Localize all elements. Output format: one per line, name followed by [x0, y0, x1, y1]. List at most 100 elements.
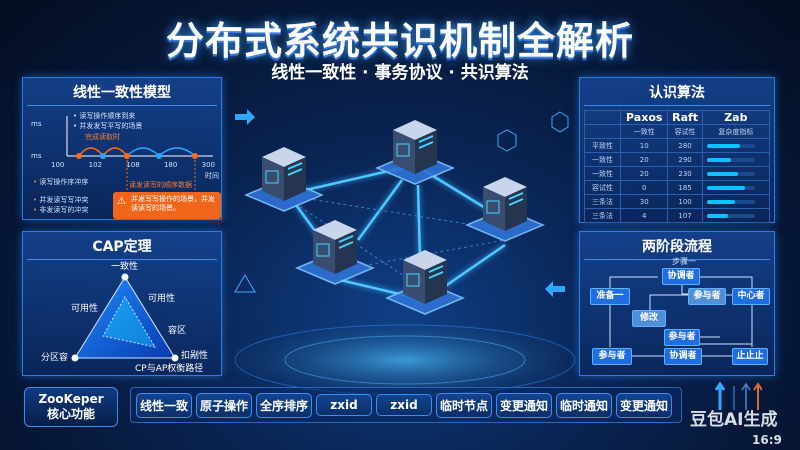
cap-label: 可用性	[71, 304, 99, 314]
corner-cell	[584, 124, 621, 139]
warning-box: ⚠ 并发写写操作的场景，并发读读写的场景。	[113, 192, 221, 219]
column-header: Paxos	[619, 110, 669, 125]
orange-note: 读发读写的顺序数据	[129, 181, 192, 189]
raft-cell: 185	[667, 180, 703, 195]
table-row: 平致性 10 280	[584, 138, 771, 153]
feature-chip: 线性一致	[136, 392, 192, 418]
flow-node-participant: 参与者	[592, 348, 632, 365]
warning-icon	[234, 274, 256, 293]
cap-triangle	[71, 273, 179, 362]
flow-node-coordinator: 协调者	[662, 268, 700, 285]
panel-title: 两阶段流程	[584, 232, 770, 260]
row-label: 三条法	[584, 208, 621, 223]
bullet-text: 非发读写的冲突	[39, 206, 89, 214]
event-dot	[156, 153, 162, 159]
paxos-cell: 30	[619, 194, 669, 209]
cap-panel: CAP定理 一致性 可用性 可用性 容区 分区容 扣剐性 CP与AP权衡路径	[22, 231, 222, 376]
zab-bar	[706, 143, 741, 148]
paxos-cell: 0	[619, 180, 669, 195]
linear-model-panel: 线性一致性模型 ms ms • 读写操作顺序到来 • 并发发写平写的场景 完成读…	[22, 77, 222, 220]
zab-bar-track	[706, 143, 755, 148]
feature-chip: 变更通知	[496, 392, 552, 418]
feature-chip: 临时节点	[436, 392, 492, 418]
flow-node-prepare: 准备一	[590, 288, 630, 305]
hexagon-icon	[497, 129, 517, 152]
watermark-text: 豆包AI生成	[690, 410, 778, 430]
server-node	[244, 147, 324, 212]
hexagon-icon	[551, 111, 569, 133]
server-node	[375, 120, 455, 185]
flow-node-center: 中心者	[732, 288, 770, 305]
zab-cell	[701, 152, 771, 167]
feature-chip: 原子操作	[196, 392, 252, 418]
arrow-left-icon	[545, 281, 565, 297]
vertex-dot	[71, 354, 79, 362]
row-label: 一致性	[584, 152, 621, 167]
feature-chip: zxid	[376, 394, 432, 416]
flow-arrow	[700, 276, 753, 288]
flow-arrow	[649, 294, 698, 310]
column-subheader: 一致性	[619, 124, 669, 139]
bullet: • 并发读写写冲突	[33, 196, 89, 204]
zab-cell	[701, 166, 771, 181]
page-title: 分布式系统共识机制全解析	[165, 19, 634, 63]
server-node	[465, 177, 545, 242]
feature-chip: zxid	[316, 394, 372, 416]
timeline-chart	[66, 116, 213, 203]
zab-cell	[701, 180, 771, 195]
link-line	[416, 184, 422, 261]
row-label: 三条法	[584, 194, 621, 209]
bullet: • 读写操作序冲序	[33, 178, 89, 186]
zab-bar-track	[706, 157, 755, 162]
flow-node-modify: 修改	[632, 310, 666, 327]
column-header: Raft	[667, 110, 703, 125]
feature-chip: 临时通知	[556, 392, 612, 418]
flow-node-coordinator: 协调者	[664, 348, 702, 365]
zookeeper-title: ZooKeper	[38, 392, 104, 406]
paxos-cell: 4	[619, 208, 669, 223]
page-subtitle: 线性一致性 · 事务协议 · 共识算法	[271, 63, 529, 83]
cap-label-consistency: 一致性	[111, 262, 139, 272]
panel-title: 认识算法	[584, 78, 770, 106]
table-header-row: Paxos Raft Zab	[584, 110, 771, 125]
flow-node-participant: 参与者	[664, 329, 700, 346]
warning-icon: ⚠	[117, 196, 126, 207]
zookeeper-title-box: ZooKeper 核心功能	[24, 387, 118, 427]
table-subheader-row: 一致性 容试性 复杂度指标	[584, 124, 771, 139]
zab-bar	[706, 213, 729, 218]
column-header: Zab	[701, 110, 771, 125]
paxos-cell: 20	[619, 166, 669, 181]
x-tick: 102	[88, 161, 103, 169]
arrow-right-icon	[235, 109, 255, 125]
row-label: 平致性	[584, 138, 621, 153]
zab-bar	[706, 185, 746, 190]
x-tick: 108	[126, 161, 140, 169]
bullet: • 并发发写平写的场景	[73, 122, 143, 130]
dashed-link	[339, 239, 506, 271]
flow-node-abort: 止止止	[732, 348, 768, 365]
algorithms-panel: 认识算法 Paxos Raft Zab 一致性 容试性 复杂度指标 平致性 10…	[579, 77, 775, 223]
y-label: ms	[31, 152, 42, 160]
zab-bar-track	[706, 171, 755, 176]
column-subheader: 容试性	[667, 124, 703, 139]
event-dot	[100, 153, 106, 159]
table-row: 容试性 0 185	[584, 180, 771, 195]
zab-bar	[706, 157, 731, 162]
platform-ring	[284, 335, 526, 385]
cap-label-partition: 分区容	[41, 353, 69, 363]
cap-caption: CP与AP权衡路径	[135, 364, 204, 374]
paxos-cell: 20	[619, 152, 669, 167]
step-label: 步骤一	[672, 257, 696, 266]
panel-title: 线性一致性模型	[27, 78, 217, 106]
bullet-text: 并发读写写冲突	[39, 196, 89, 204]
panel-title: CAP定理	[27, 232, 217, 260]
corner-cell	[584, 110, 621, 125]
x-tick: 180	[163, 161, 178, 169]
watermark-ratio: 16:9	[752, 433, 782, 447]
zab-bar-track	[706, 213, 755, 218]
arrows-decoration-icon	[714, 382, 762, 410]
table-row: 三条法 30 100	[584, 194, 771, 209]
algorithms-table: Paxos Raft Zab 一致性 容试性 复杂度指标 平致性 10 280 …	[584, 110, 771, 223]
